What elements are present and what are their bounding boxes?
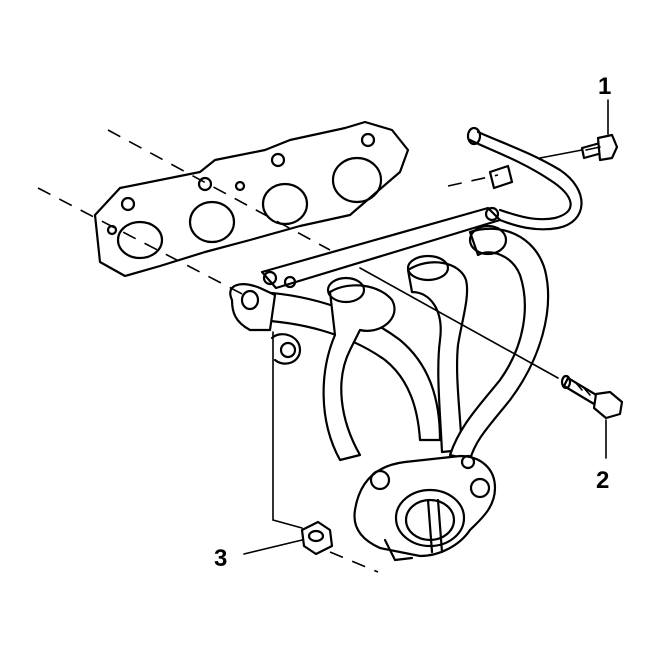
nut-3 (300, 520, 334, 556)
alignment-lines (37, 129, 583, 573)
callout-3: 3 (214, 545, 227, 572)
bolt-1 (580, 133, 619, 162)
callout-1: 1 (598, 73, 611, 100)
heat-shield-tube (466, 126, 583, 231)
callout-2: 2 (596, 467, 609, 494)
exhaust-runners (234, 224, 550, 462)
front-flange-bosses (229, 283, 302, 365)
bolt-2 (560, 374, 624, 420)
callout-leaders (243, 99, 609, 555)
manifold-gasket (93, 120, 410, 278)
collector-flange (353, 454, 497, 562)
